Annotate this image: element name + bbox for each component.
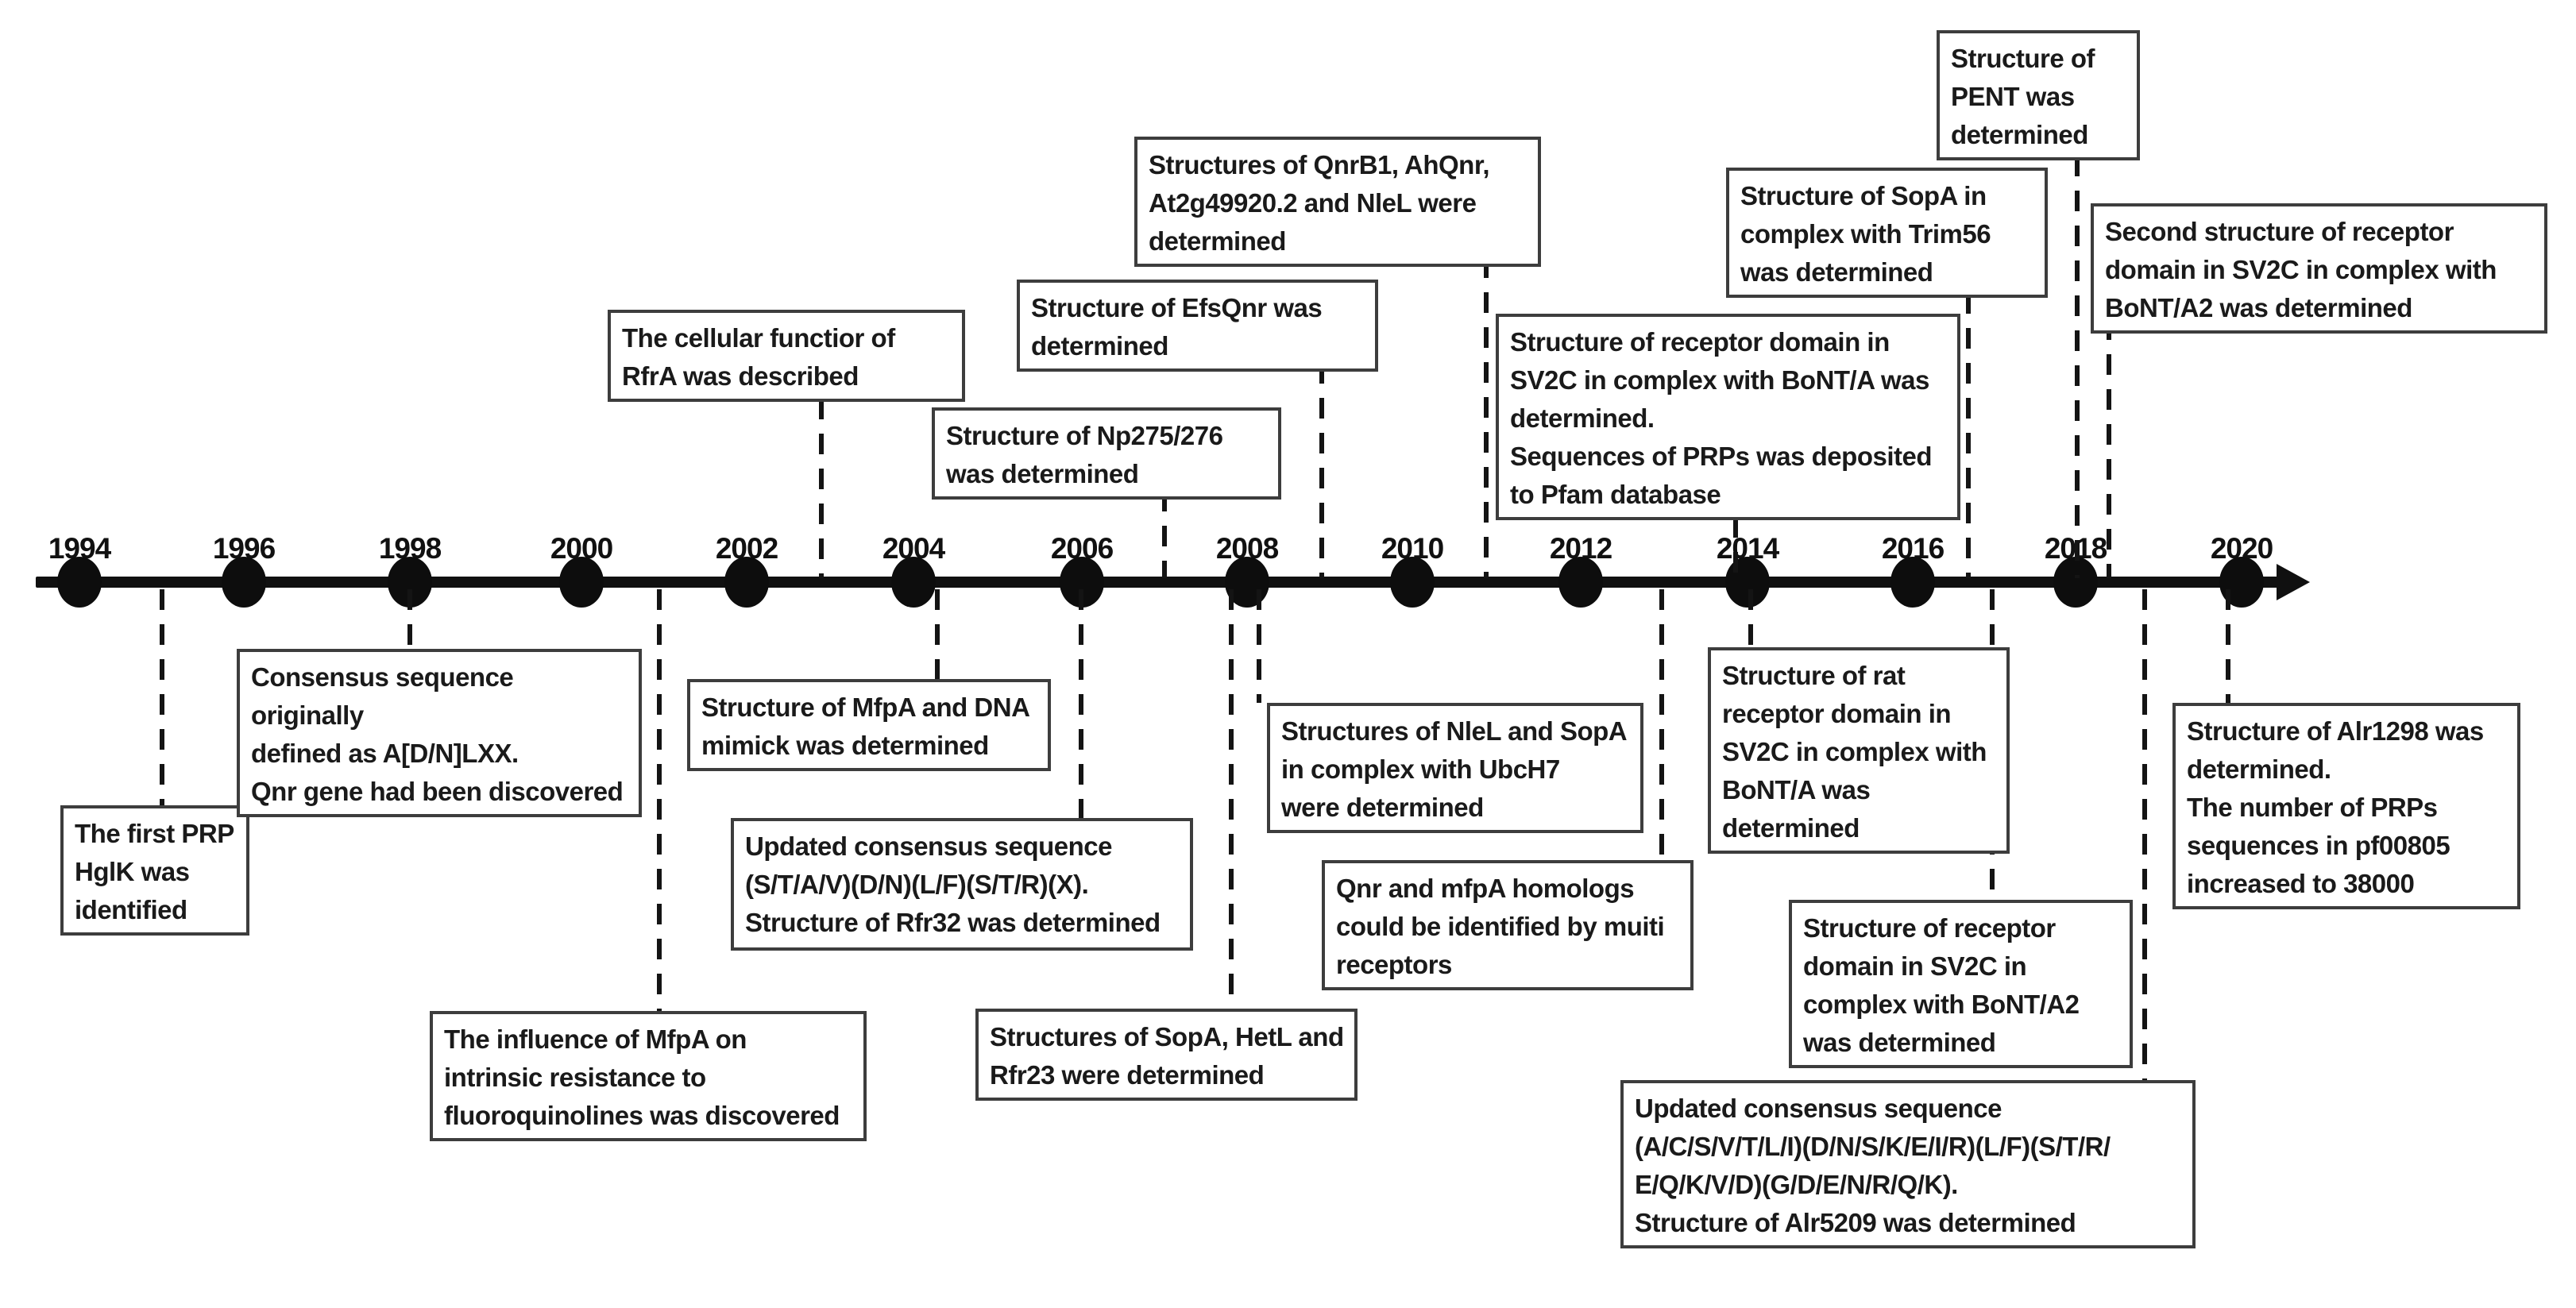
- year-dot-2004: [891, 557, 936, 608]
- event-box-rfra-described: The cellular functior of RfrA was descri…: [608, 310, 965, 402]
- connector-pent-structure: [2075, 156, 2080, 578]
- event-box-hglk-identified: The first PRP HglK was identified: [60, 805, 249, 936]
- event-box-alr1298-pf00805: Structure of Alr1298 was determined. The…: [2172, 703, 2520, 909]
- year-dot-2016: [1890, 557, 1935, 608]
- connector-sopa-trim56: [1966, 293, 1971, 578]
- connector-alr1298-pf00805: [2226, 589, 2230, 703]
- event-box-nlel-sopa-ubch7: Structures of NleL and SopA in complex w…: [1267, 703, 1643, 833]
- connector-rfra-described: [819, 399, 824, 578]
- connector-rat-receptor-sv2c-bonta: [1748, 589, 1753, 647]
- connector-np275-276-structure: [1162, 491, 1167, 578]
- year-dot-1994: [57, 557, 102, 608]
- event-box-rat-receptor-sv2c-bonta: Structure of rat receptor domain in SV2C…: [1708, 647, 2010, 854]
- event-box-mfpa-dna-mimick: Structure of MfpA and DNA mimick was det…: [687, 679, 1051, 771]
- connector-mfpa-dna-mimick: [935, 589, 940, 679]
- event-box-qnr-mfpa-homologs: Qnr and mfpA homologs could be identifie…: [1322, 860, 1694, 990]
- event-box-consensus-rfr32: Updated consensus sequence (S/T/A/V)(D/N…: [731, 818, 1193, 951]
- connector-mfpa-influence: [657, 589, 662, 1011]
- event-box-efsqnr-structure: Structure of EfsQnr was determined: [1017, 280, 1378, 372]
- year-dot-1996: [222, 557, 266, 608]
- year-dot-2000: [559, 557, 604, 608]
- year-dot-2014: [1725, 557, 1770, 608]
- connector-efsqnr-structure: [1319, 363, 1324, 578]
- connector-sopa-hetl-rfr23: [1229, 589, 1234, 1009]
- year-dot-2010: [1390, 557, 1435, 608]
- event-box-mfpa-influence: The influence of MfpA on intrinsic resis…: [430, 1011, 867, 1141]
- year-dot-2012: [1558, 557, 1603, 608]
- event-box-qnrb1-ahqnr-structures: Structures of QnrB1, AhQnr, At2g49920.2 …: [1134, 137, 1541, 267]
- connector-consensus-rfr32: [1079, 589, 1083, 818]
- event-box-sv2c-bonta-pfam: Structure of receptor domain in SV2C in …: [1496, 314, 1960, 520]
- event-box-np275-276-structure: Structure of Np275/276 was determined: [932, 407, 1281, 500]
- event-box-consensus-alr5209: Updated consensus sequence (A/C/S/V/T/L/…: [1620, 1080, 2196, 1248]
- event-box-second-sv2c-bonta2: Second structure of receptor domain in S…: [2091, 203, 2547, 334]
- event-box-sopa-trim56: Structure of SopA in complex with Trim56…: [1726, 168, 2048, 298]
- event-box-pent-structure: Structure of PENT was determined: [1937, 30, 2140, 160]
- event-box-receptor-sv2c-bonta2: Structure of receptor domain in SV2C in …: [1789, 900, 2133, 1068]
- connector-consensus-adnlxx-qnr-gene: [407, 589, 412, 649]
- year-dot-2002: [724, 557, 769, 608]
- connector-sv2c-bonta-pfam: [1733, 517, 1738, 578]
- event-box-sopa-hetl-rfr23: Structures of SopA, HetL and Rfr23 were …: [975, 1009, 1358, 1101]
- timeline-axis-line: [36, 577, 2278, 588]
- connector-second-sv2c-bonta2: [2107, 319, 2111, 578]
- timeline-arrowhead-icon: [2277, 564, 2310, 600]
- connector-consensus-alr5209: [2142, 589, 2147, 1080]
- connector-qnrb1-ahqnr-structures: [1484, 257, 1489, 578]
- event-box-consensus-adnlxx-qnr-gene: Consensus sequence originally defined as…: [237, 649, 642, 817]
- connector-qnr-mfpa-homologs: [1659, 589, 1664, 860]
- connector-nlel-sopa-ubch7: [1257, 589, 1261, 703]
- connector-hglk-identified: [160, 589, 164, 805]
